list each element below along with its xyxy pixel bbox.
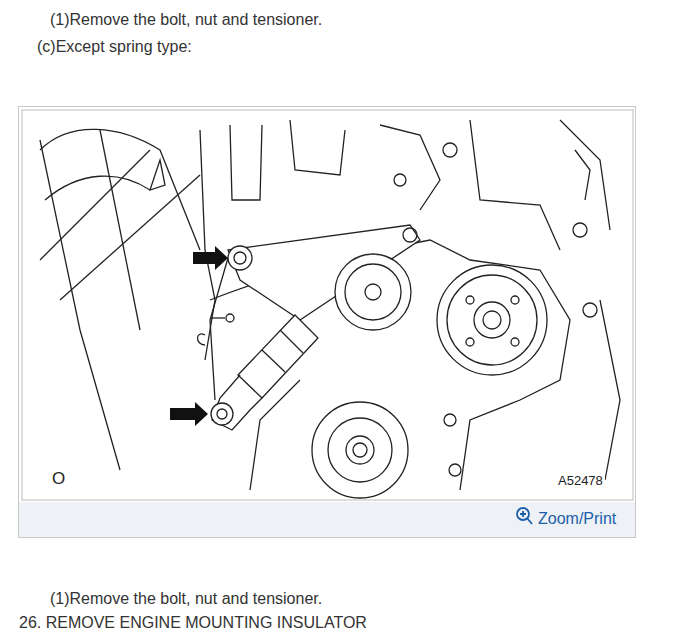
step-heading: (c)Except spring type: [37,37,192,57]
section-heading: 26. REMOVE ENGINE MOUNTING INSULATOR [19,613,367,633]
figure-mark: O [50,470,67,488]
step-text: (1)Remove the bolt, nut and tensioner. [50,10,322,30]
step-text: (1)Remove the bolt, nut and tensioner. [50,589,322,609]
figure-number: A52478 [556,473,605,488]
zoom-link: Zoom/Print [538,509,616,529]
